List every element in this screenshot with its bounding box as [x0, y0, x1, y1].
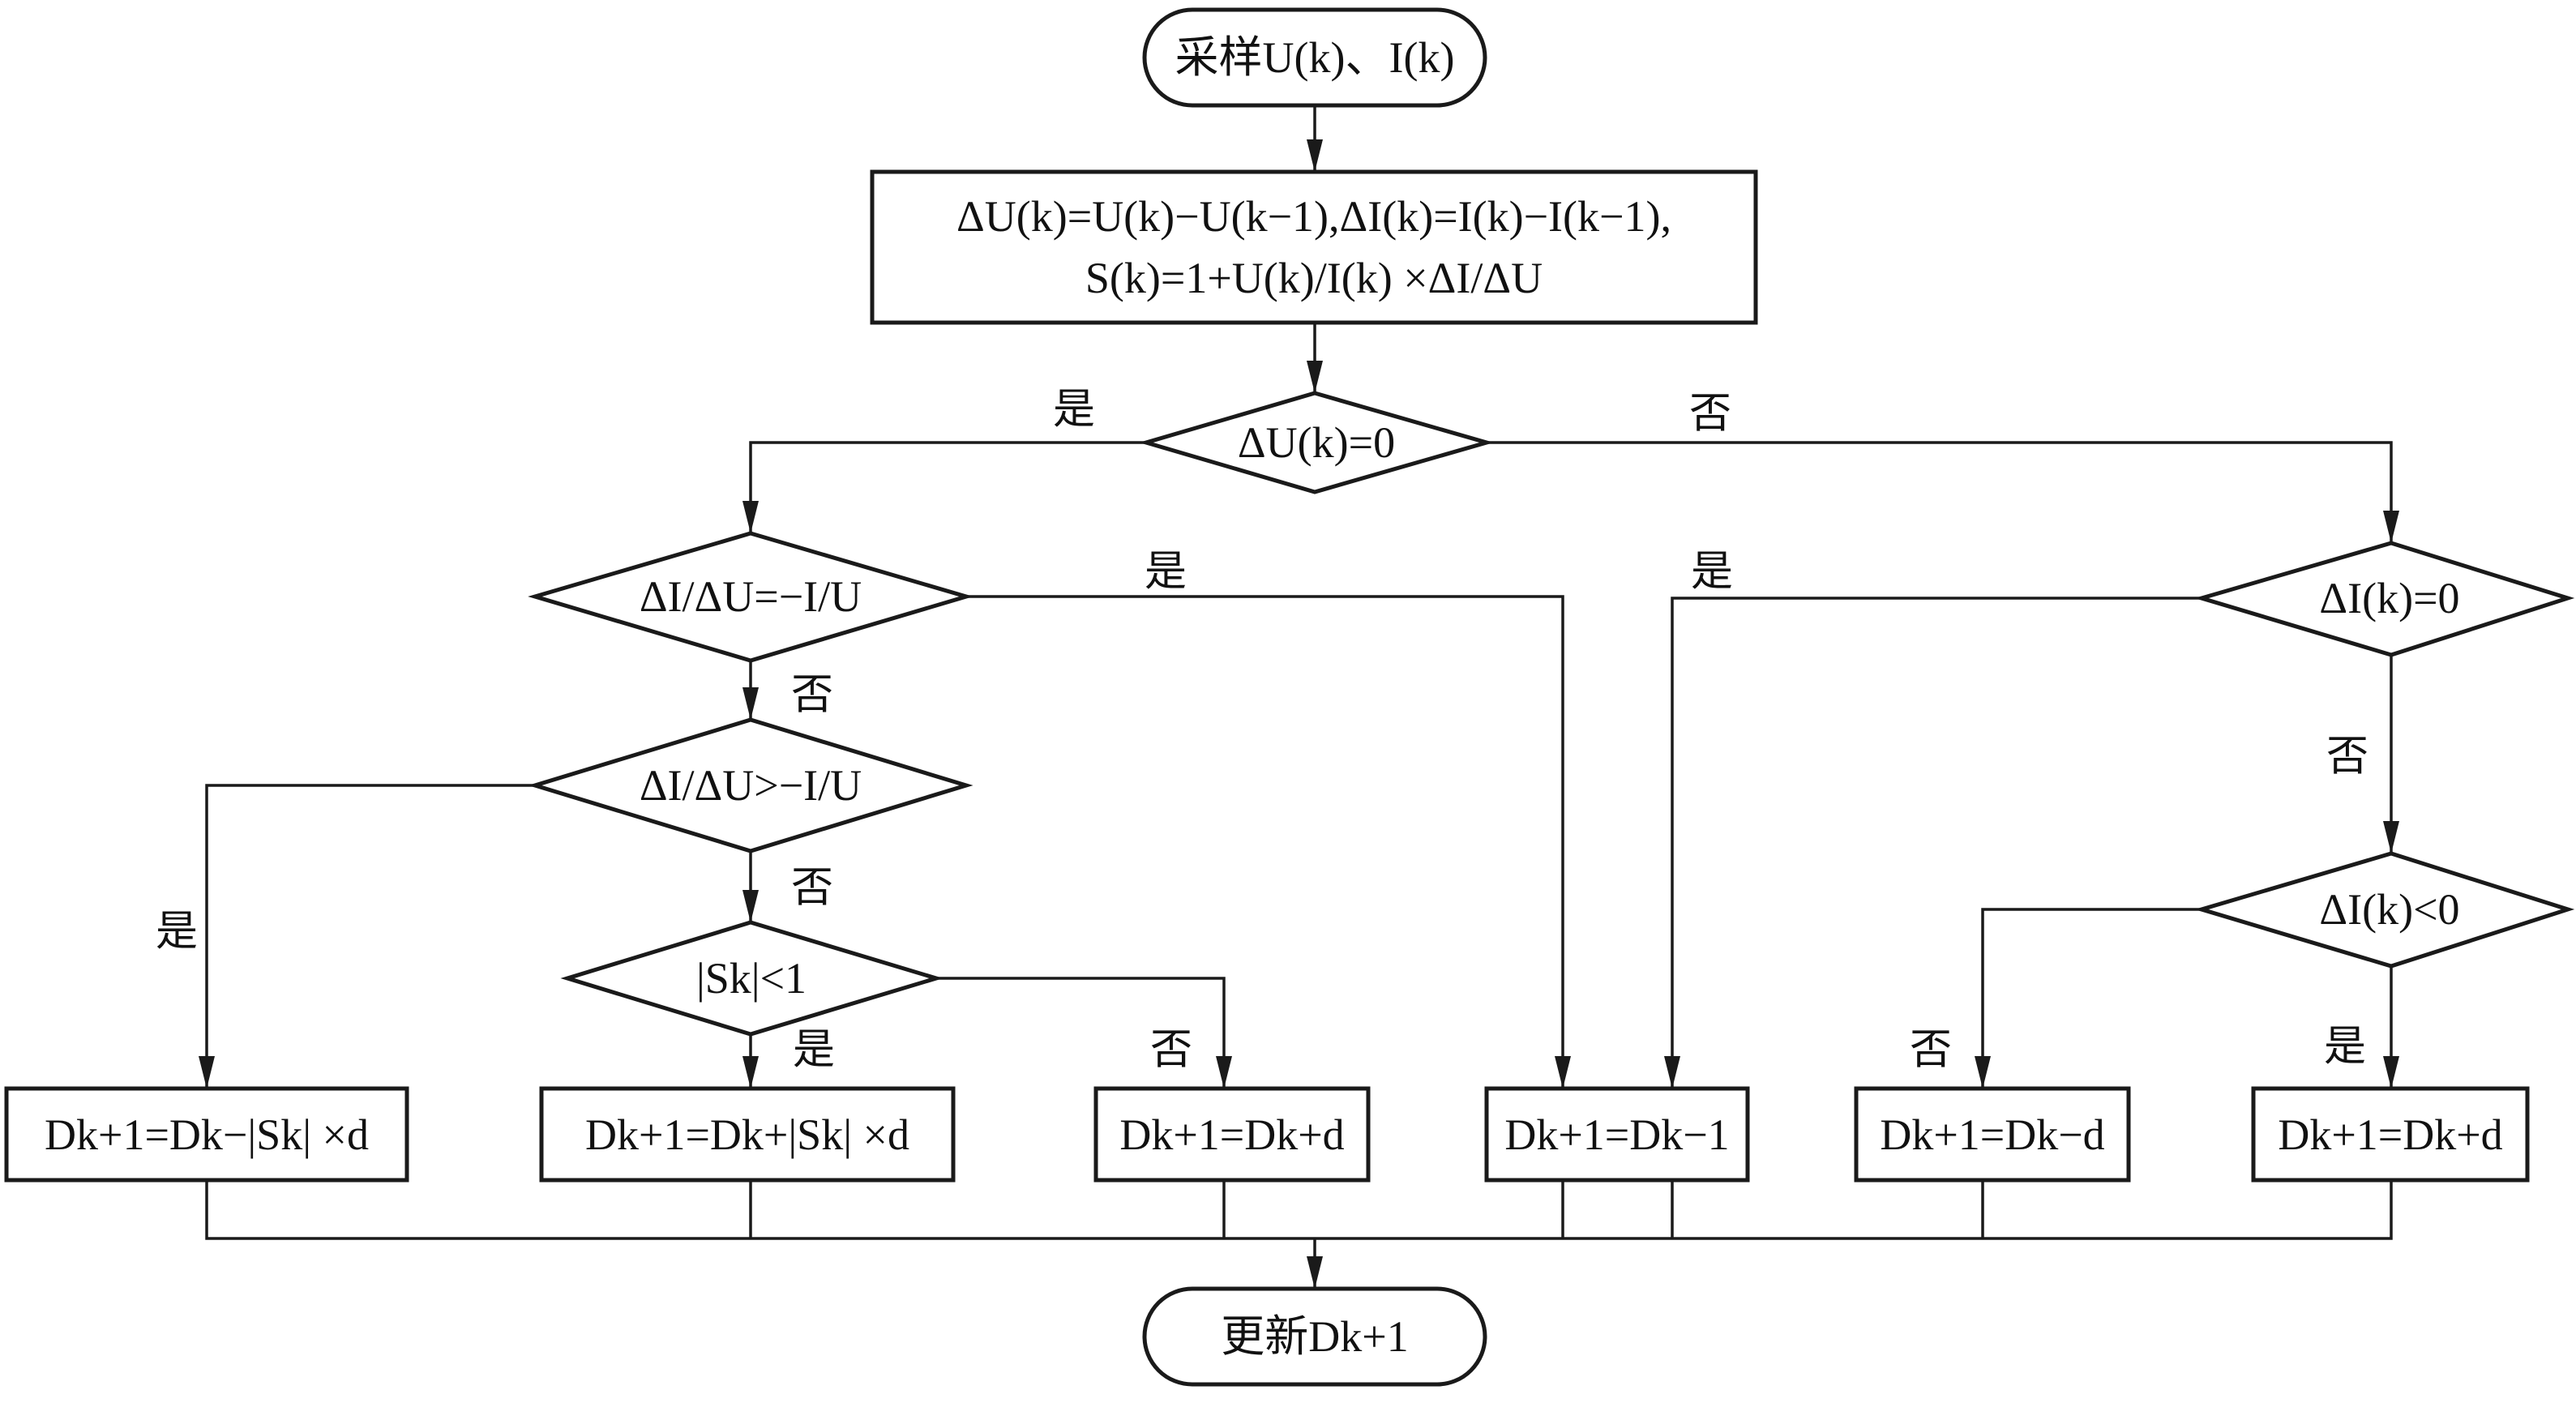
arrowhead	[1975, 1056, 1991, 1089]
decision-didu-gt-label: ΔI/ΔU>−I/U	[639, 761, 862, 810]
compute-line-1: ΔU(k)=U(k)−U(k−1),ΔI(k)=I(k)−I(k−1),	[956, 192, 1671, 241]
edge-label-didu-eq-no: 否	[790, 670, 834, 720]
compute-box	[870, 169, 1758, 325]
decision-didu-eq	[528, 531, 973, 663]
action-minus-d	[1854, 1086, 2131, 1183]
arrowhead	[742, 890, 759, 922]
edge-label-didu-gt-no: 否	[790, 863, 834, 913]
decision-sk-lt1-label: |Sk|<1	[695, 954, 807, 1003]
edge-label-du-zero-yes: 是	[1052, 385, 1096, 434]
arrowhead	[1307, 361, 1323, 393]
edge-di-neg-no	[1981, 908, 2202, 1089]
edge-label-didu-gt-yes: 是	[155, 907, 199, 956]
arrowhead	[2383, 821, 2399, 853]
decision-du-zero-label: ΔU(k)=0	[1237, 418, 1396, 467]
action-hold-label: Dk+1=Dk−1	[1504, 1110, 1730, 1159]
edge-label-di-neg-no: 否	[1909, 1025, 1953, 1075]
edge-du-zero-no	[1487, 441, 2393, 543]
decision-di-zero-label: ΔI(k)=0	[2319, 574, 2460, 622]
action-plus-d-left-label: Dk+1=Dk+d	[1119, 1110, 1345, 1159]
edge-label-sk-lt1-no: 否	[1149, 1025, 1193, 1075]
action-plus-d-right	[2251, 1086, 2530, 1183]
decision-sk-lt1	[560, 920, 944, 1037]
start-label: 采样U(k)、I(k)	[1175, 33, 1455, 82]
edge-didu-gt-yes	[205, 784, 535, 1089]
arrowhead	[1307, 139, 1323, 172]
arrowhead	[742, 1056, 759, 1089]
merge-bus	[205, 1180, 2393, 1240]
edge-sk-lt1-no	[936, 977, 1226, 1089]
decision-du-zero	[1139, 391, 1495, 494]
action-minus-sk	[4, 1086, 409, 1183]
action-minus-sk-label: Dk+1=Dk−|Sk| ×d	[45, 1110, 369, 1159]
arrowhead	[1555, 1056, 1571, 1089]
action-plus-sk-label: Dk+1=Dk+|Sk| ×d	[585, 1110, 909, 1159]
edge-label-du-zero-no: 否	[1688, 389, 1732, 438]
shapes	[4, 7, 2575, 1387]
decision-di-neg	[2194, 851, 2575, 969]
arrowhead	[742, 687, 759, 720]
action-plus-d-right-label: Dk+1=Dk+d	[2278, 1110, 2503, 1159]
decision-di-zero	[2194, 541, 2575, 657]
edge-label-di-neg-yes: 是	[2323, 1022, 2367, 1071]
arrowhead	[2383, 1056, 2399, 1089]
compute-line-2: S(k)=1+U(k)/I(k) ×ΔI/ΔU	[1085, 254, 1543, 302]
edge-label-sk-lt1-yes: 是	[792, 1025, 836, 1075]
edge-label-di-zero-yes: 是	[1690, 547, 1734, 597]
end-terminal	[1142, 1286, 1487, 1387]
arrowhead	[2383, 511, 2399, 543]
arrowhead	[1664, 1056, 1680, 1089]
decision-didu-gt	[528, 717, 973, 853]
edge-label-di-zero-no: 否	[2326, 732, 2369, 781]
edge-di-zero-yes	[1671, 597, 2202, 1089]
arrowhead	[1216, 1056, 1232, 1089]
end-label: 更新Dk+1	[1221, 1312, 1409, 1361]
start-terminal	[1142, 7, 1487, 108]
arrowhead	[1307, 1256, 1323, 1289]
edge-label-didu-eq-yes: 是	[1144, 547, 1187, 597]
action-plus-sk	[539, 1086, 956, 1183]
decision-di-neg-label: ΔI(k)<0	[2319, 885, 2460, 934]
action-hold	[1484, 1086, 1750, 1183]
arrowhead	[742, 501, 759, 533]
decision-didu-eq-label: ΔI/ΔU=−I/U	[639, 572, 862, 621]
compute-label: ΔU(k)=U(k)−U(k−1),ΔI(k)=I(k)−I(k−1), S(k…	[956, 186, 1671, 309]
edge-didu-eq-yes	[966, 595, 1564, 1089]
arrowhead	[199, 1056, 215, 1089]
action-plus-d-left	[1093, 1086, 1371, 1183]
action-minus-d-label: Dk+1=Dk−d	[1880, 1110, 2105, 1159]
arrowheads	[199, 139, 2399, 1289]
edge-du-zero-yes	[749, 441, 1146, 533]
